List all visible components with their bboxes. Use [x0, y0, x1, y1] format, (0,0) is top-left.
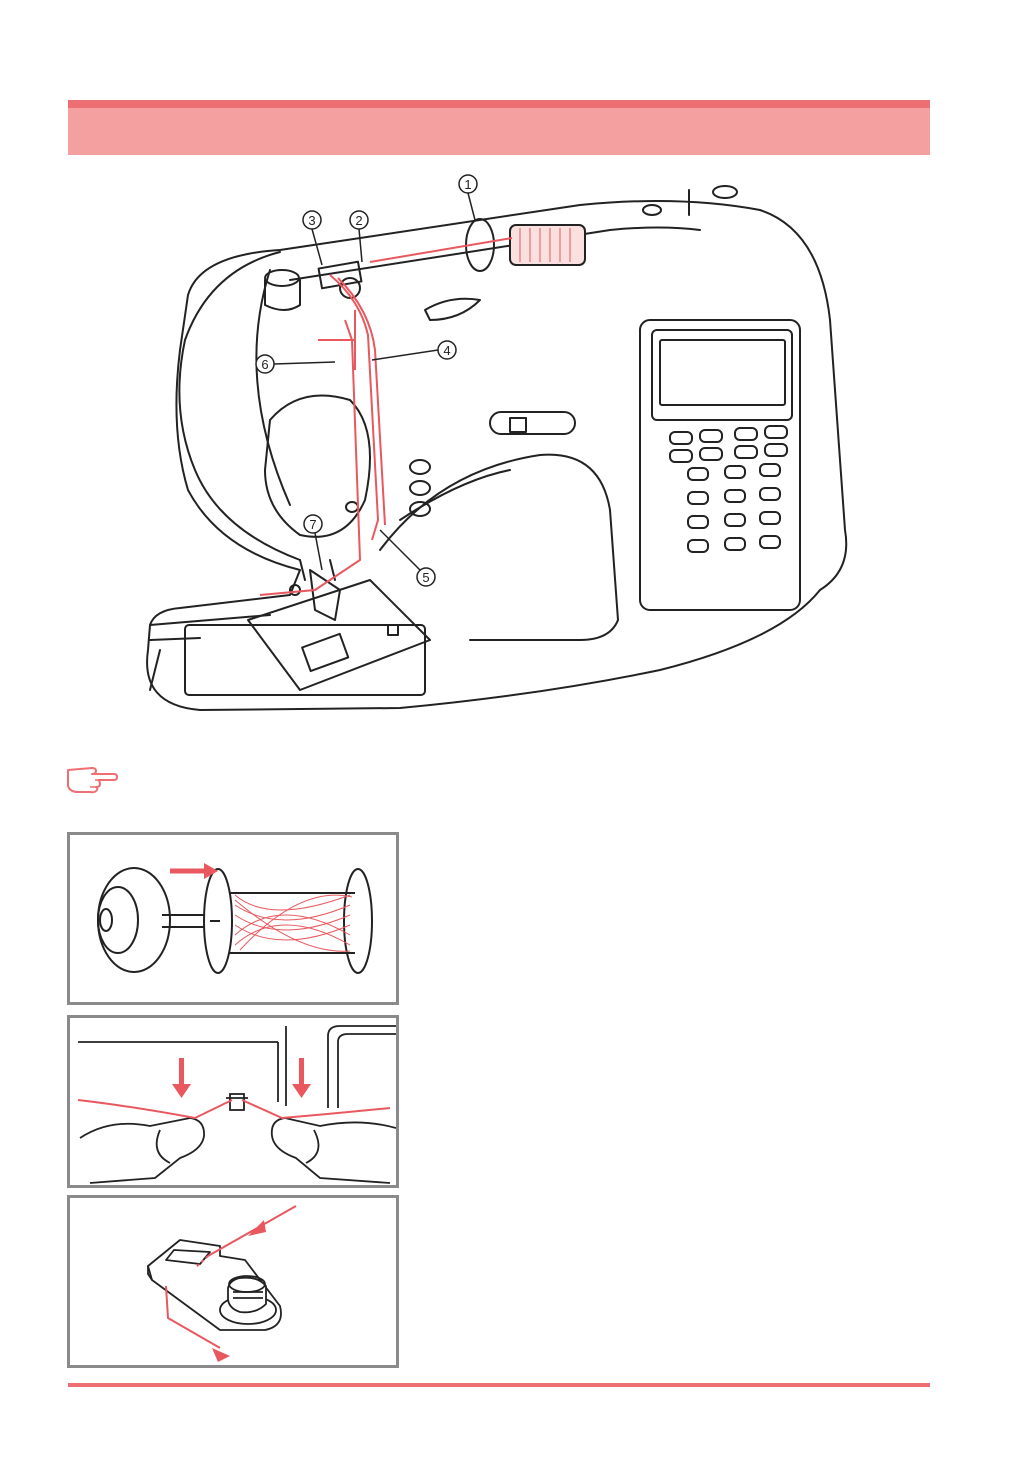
thread-guide-dial-panel: [67, 1195, 399, 1368]
arrow-icon: [248, 1220, 266, 1236]
svg-text:7: 7: [309, 517, 316, 532]
svg-text:1: 1: [464, 177, 471, 192]
footer-rule: [68, 1383, 930, 1387]
svg-text:4: 4: [443, 343, 450, 358]
spool-cap-panel: [67, 832, 399, 1005]
svg-text:6: 6: [261, 357, 268, 372]
arrow-icon: [212, 1348, 230, 1362]
thread-guide-hands-panel: [67, 1015, 399, 1188]
arrow-icon: [292, 1084, 311, 1098]
arrow-icon: [172, 1084, 191, 1098]
callout-1: 1: [459, 175, 477, 220]
sewing-machine-illustration: 1 2 3 4 5 6 7: [140, 170, 860, 715]
svg-text:3: 3: [308, 213, 315, 228]
svg-text:2: 2: [355, 213, 362, 228]
section-header-band: [68, 100, 930, 155]
svg-text:5: 5: [422, 570, 429, 585]
pointing-hand-icon: [62, 760, 118, 794]
